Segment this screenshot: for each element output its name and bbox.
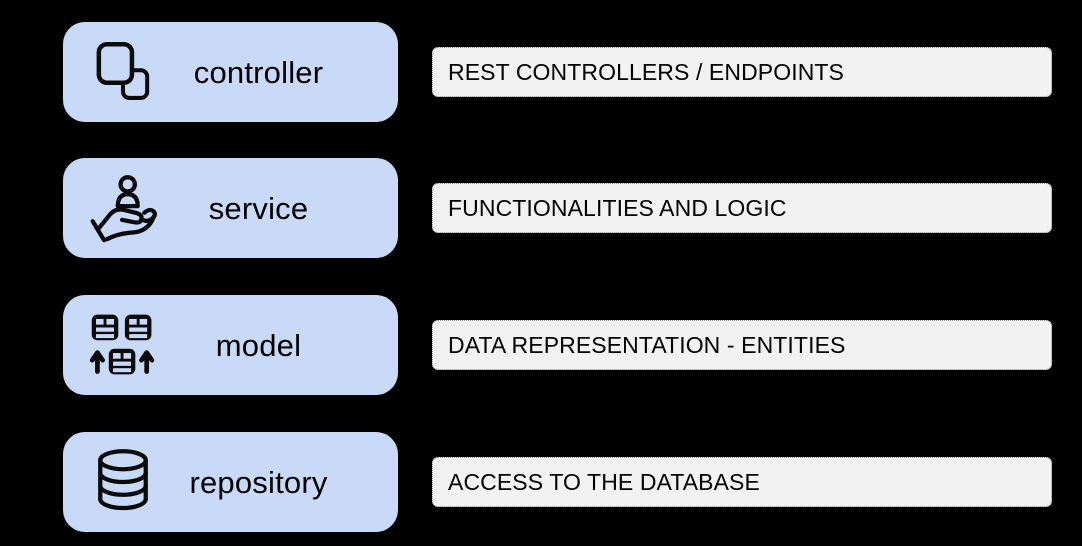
table-glyph [108,348,136,375]
service-hand-person-icon [85,170,161,246]
table-glyph [91,314,119,341]
description-text: ACCESS TO THE DATABASE [448,468,760,495]
description-text: DATA REPRESENTATION - ENTITIES [448,331,846,358]
layer-node-service: service [63,158,398,258]
layer-description-model: DATA REPRESENTATION - ENTITIES [432,320,1052,370]
layer-description-controller: REST CONTROLLERS / ENDPOINTS [432,47,1052,97]
copy-squares-icon [85,34,161,110]
layer-label: controller [193,54,324,90]
layer-label: service [208,190,309,226]
layer-node-repository: repository [63,432,398,532]
layer-description-repository: ACCESS TO THE DATABASE [432,457,1052,507]
description-text: FUNCTIONALITIES AND LOGIC [448,194,787,221]
tables-sync-icon [85,307,161,383]
layer-node-controller: controller [63,22,398,122]
database-icon [85,444,161,520]
layer-label: model [215,327,302,363]
up-arrows [89,350,155,374]
layer-node-model: model [63,295,398,395]
description-text: REST CONTROLLERS / ENDPOINTS [448,58,845,85]
layer-label: repository [189,464,328,500]
table-glyph [124,314,152,341]
layer-description-service: FUNCTIONALITIES AND LOGIC [432,183,1052,233]
